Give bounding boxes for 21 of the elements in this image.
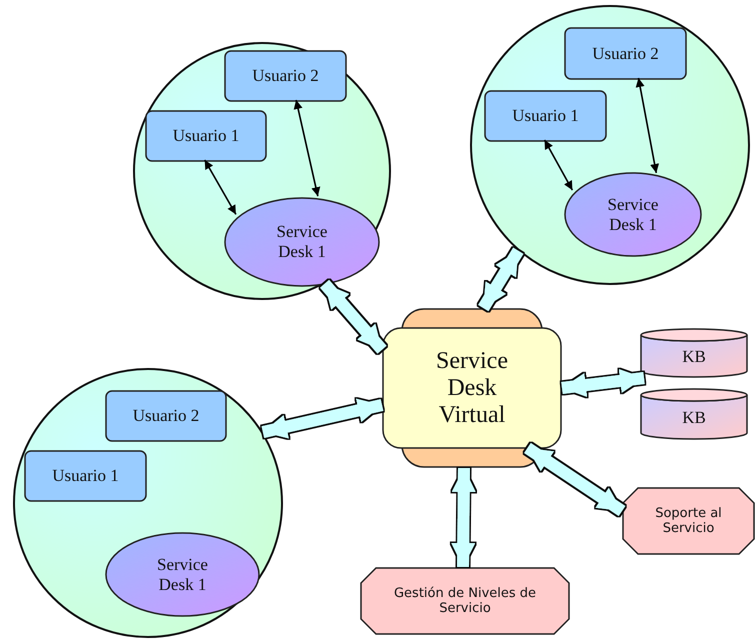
user-box: Usuario 2 [224,50,347,102]
block-arrow [320,280,387,354]
block-arrow [524,443,626,516]
arrow [204,160,237,215]
service-desk-ellipse: Service Desk 1 [105,532,260,617]
service-desk-ellipse: Service Desk 1 [224,197,380,287]
user-box: Usuario 1 [24,450,147,502]
user-box: Usuario 2 [105,390,227,442]
block-arrow [478,248,524,312]
octagon-box: Gestión de Niveles de Servicio [360,567,570,635]
arrow [636,78,660,174]
service-desk-ellipse: Service Desk 1 [564,172,702,257]
user-box: Usuario 1 [484,90,607,142]
block-arrow [451,468,476,568]
block-arrow [262,398,384,438]
block-arrow [561,369,645,397]
user-box: Usuario 1 [145,110,267,162]
user-box: Usuario 2 [564,27,687,80]
octagon-box: Soporte al Servicio [622,487,755,555]
arrow [544,140,574,190]
arrow [294,100,320,196]
